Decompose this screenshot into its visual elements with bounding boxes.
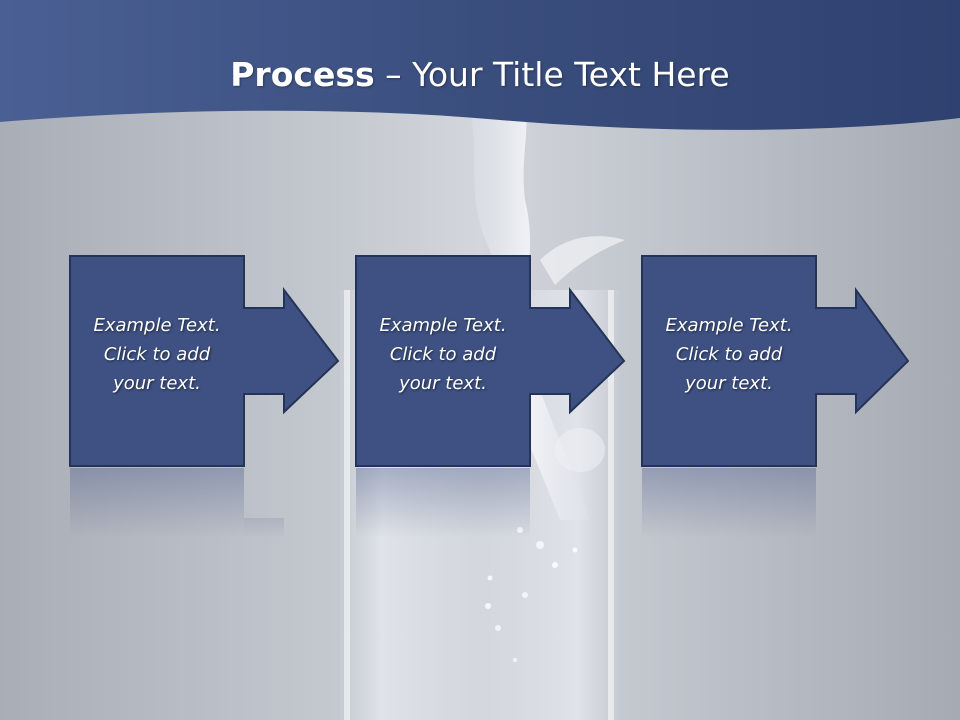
step-arrow-shape [69, 255, 340, 538]
step-arrow-shape [641, 255, 910, 538]
step-3-text[interactable]: Example Text. Click to add your text. [665, 315, 793, 394]
title-bold: Process [230, 55, 375, 94]
page-title[interactable]: Process – Your Title Text Here [0, 52, 960, 102]
step-arrow-shape [355, 255, 626, 538]
step-2-text[interactable]: Example Text. Click to add your text. [379, 315, 507, 394]
title-rest: – Your Title Text Here [374, 55, 730, 94]
header-band [0, 0, 960, 130]
process-step-1[interactable]: Example Text. Click to add your text. [69, 255, 340, 538]
step-1-text[interactable]: Example Text. Click to add your text. [93, 315, 221, 394]
process-step-3[interactable]: Example Text. Click to add your text. [641, 255, 910, 538]
process-step-2[interactable]: Example Text. Click to add your text. [355, 255, 626, 538]
